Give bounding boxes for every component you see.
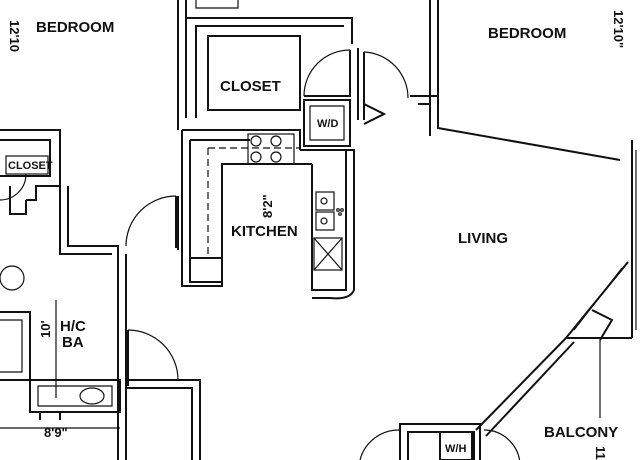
living-walls (359, 140, 637, 460)
dimension-bedroom-right: 12'10" (611, 10, 626, 48)
room-label-closet: CLOSET (220, 78, 281, 95)
room-label-bedroom-left: BEDROOM (36, 19, 114, 36)
dimension-bedroom-left: 12'10 (7, 20, 22, 52)
room-label-bath-line2: BA (62, 334, 84, 351)
dimension-balcony-edge: 11 (593, 446, 608, 460)
room-label-kitchen: KITCHEN (231, 223, 298, 240)
kitchen-walls (181, 129, 355, 300)
dimension-bath-depth: 10' (38, 320, 53, 338)
dimension-kitchen: 8'2" (260, 194, 275, 218)
fixture-label-washer-dryer: W/D (317, 118, 338, 130)
room-label-closet-small: CLOSET (8, 160, 53, 172)
room-label-living: LIVING (458, 230, 508, 247)
room-label-balcony: BALCONY (544, 424, 618, 441)
room-label-bedroom-right: BEDROOM (488, 25, 566, 42)
dimension-bath-width: 8'9" (44, 425, 68, 440)
room-label-bath-line1: H/C (60, 318, 86, 335)
wall-lines (177, 0, 621, 161)
bath-walls (0, 129, 201, 460)
fixture-label-water-heater: W/H (445, 443, 466, 455)
